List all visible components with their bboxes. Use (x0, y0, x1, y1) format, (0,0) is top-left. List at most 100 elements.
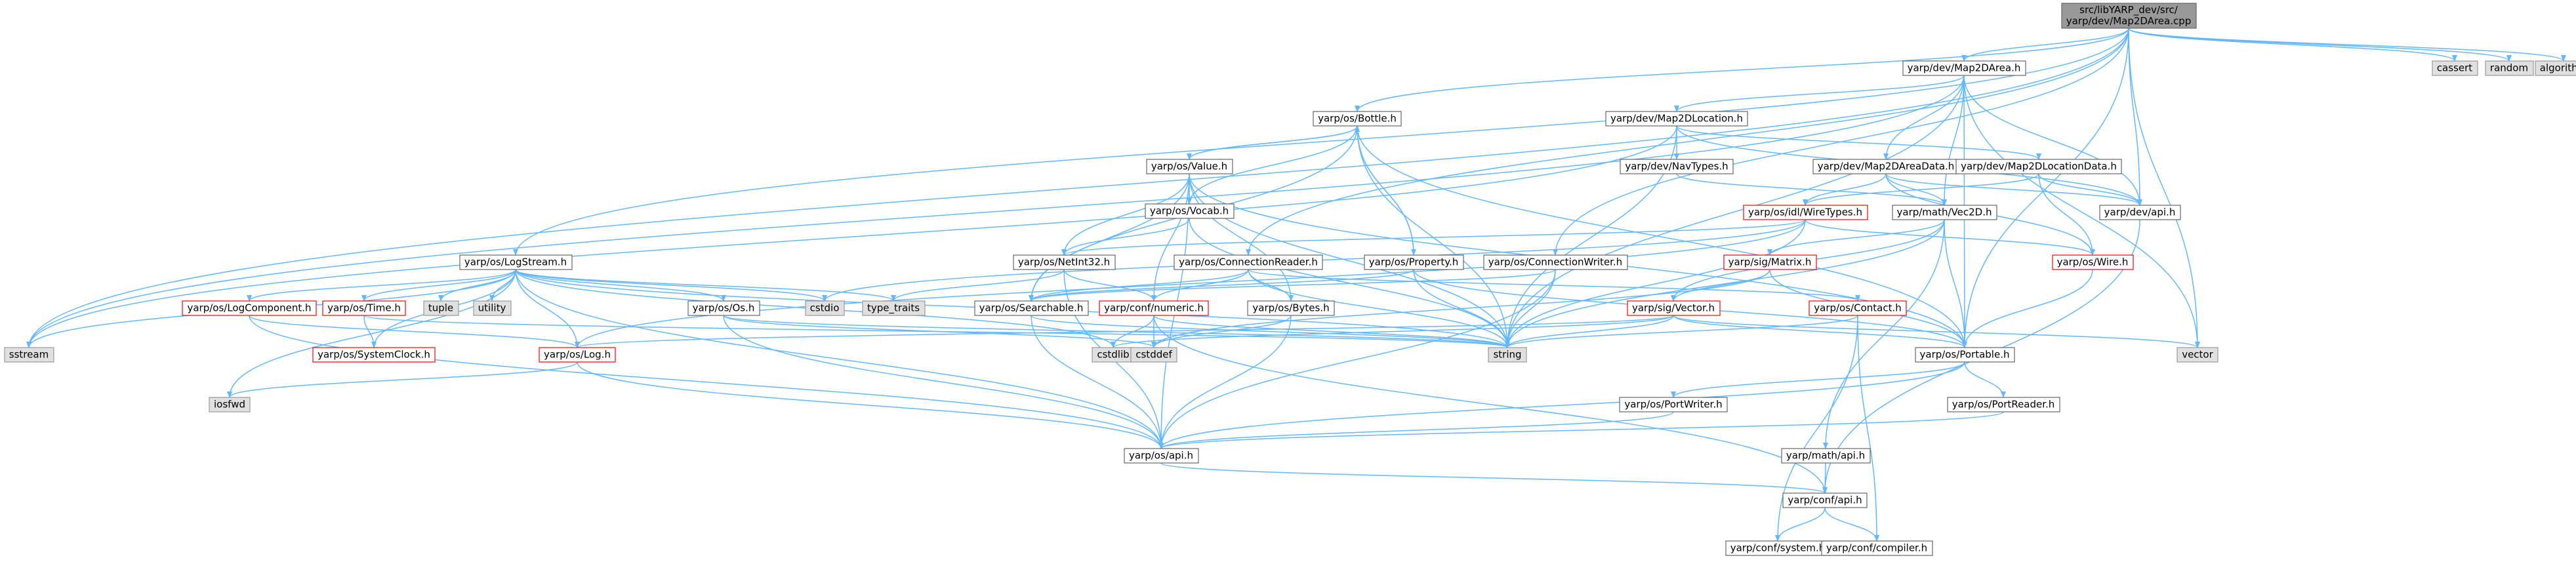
node-netint32-h[interactable]: yarp/os/NetInt32.h (1013, 254, 1116, 270)
node-box (423, 300, 459, 316)
node-label: yarp/os/ConnectionReader.h (1179, 256, 1318, 268)
node-label: yarp/dev/Map2DAreaData.h (1818, 161, 1955, 172)
node-cstddef[interactable]: cstddef (1130, 347, 1177, 363)
edge-connectionreader-h-to-numeric-h (1151, 269, 1249, 302)
node-searchable-h[interactable]: yarp/os/Searchable.h (974, 300, 1089, 316)
edge-logstream-h-to-iosfwd (227, 269, 516, 398)
node-label: yarp/os/LogStream.h (464, 256, 567, 268)
node-box (459, 254, 573, 270)
node-box (2432, 60, 2478, 76)
node-type-traits[interactable]: type_traits (862, 300, 926, 316)
node-cstdio[interactable]: cstdio (805, 300, 845, 316)
edge-wiretypes-h-to-log-h (575, 219, 1806, 348)
node-label: yarp/conf/compiler.h (1826, 542, 1927, 554)
node-connectionwriter-h[interactable]: yarp/os/ConnectionWriter.h (1483, 254, 1628, 270)
edge-contact-h-to-confcompiler-h (1857, 315, 1879, 542)
node-box (2535, 60, 2576, 76)
edge-root-to-map2darea-h (1961, 28, 2129, 62)
node-matrix-h[interactable]: yarp/sig/Matrix.h (1723, 254, 1817, 270)
node-cstdlib[interactable]: cstdlib (1092, 347, 1135, 363)
node-confapi-h[interactable]: yarp/conf/api.h (1782, 492, 1868, 508)
node-label: src/libYARP_dev/src/ (2079, 4, 2178, 16)
edge-map2dlocationdata-h-to-wire-h (2038, 173, 2095, 256)
node-wire-h[interactable]: yarp/os/Wire.h (2052, 254, 2134, 270)
node-random[interactable]: random (2485, 60, 2534, 76)
node-navtypes-h[interactable]: yarp/dev/NavTypes.h (1620, 159, 1734, 174)
node-label: yarp/os/ConnectionWriter.h (1488, 256, 1622, 268)
edge-map2darea-h-to-map2dareadata-h (1883, 75, 1965, 160)
node-label: yarp/os/Contact.h (1814, 302, 1902, 314)
node-label: yarp/os/idl/WireTypes.h (1748, 207, 1862, 218)
node-vec2d-h[interactable]: yarp/math/Vec2D.h (1892, 205, 1997, 220)
node-label: yarp/os/PortWriter.h (1624, 399, 1722, 411)
node-box (1743, 205, 1868, 220)
node-numeric-h[interactable]: yarp/conf/numeric.h (1099, 300, 1209, 316)
node-box (539, 347, 616, 363)
node-cassert[interactable]: cassert (2432, 60, 2478, 76)
node-portwriter-h[interactable]: yarp/os/PortWriter.h (1619, 397, 1728, 412)
edge-map2darea-h-to-devapi-h (1963, 75, 2142, 206)
node-map2dlocationdata-h[interactable]: yarp/dev/Map2DLocationData.h (1955, 159, 2122, 174)
edge-wiretypes-h-to-wire-h (1805, 219, 2095, 256)
node-devapi-h[interactable]: yarp/dev/api.h (2099, 205, 2181, 220)
edge-netint32-h-to-type-traits (891, 269, 1065, 302)
node-box (805, 300, 845, 316)
edge-sigvector-h-to-vector (1673, 315, 2200, 348)
node-portable-h[interactable]: yarp/os/Portable.h (1915, 347, 2015, 363)
edge-map2dlocation-h-to-sstream (26, 125, 1677, 348)
node-label: yarp/os/Vocab.h (1150, 205, 1229, 217)
node-bottle-h[interactable]: yarp/os/Bottle.h (1313, 111, 1402, 127)
node-label: yarp/math/api.h (1786, 450, 1865, 462)
edge-matrix-h-to-sigvector-h (1671, 269, 1770, 302)
node-systemclock-h[interactable]: yarp/os/SystemClock.h (312, 347, 436, 363)
node-bytes-h[interactable]: yarp/os/Bytes.h (1247, 300, 1335, 316)
node-box (1247, 300, 1335, 316)
edge-netint32-h-to-numeric-h (1063, 269, 1156, 302)
node-property-h[interactable]: yarp/os/Property.h (1364, 254, 1464, 270)
node-tuple[interactable]: tuple (423, 300, 459, 316)
node-label: yarp/os/PortReader.h (1952, 399, 2055, 411)
node-box (2099, 205, 2181, 220)
edge-vec2d-h-to-string (1505, 219, 1945, 348)
node-confcompiler-h[interactable]: yarp/conf/compiler.h (1821, 540, 1933, 556)
node-label: yarp/os/Wire.h (2057, 256, 2129, 268)
node-box (1915, 347, 2015, 363)
node-contact-h[interactable]: yarp/os/Contact.h (1809, 300, 1907, 316)
node-root[interactable]: src/libYARP_dev/src/yarp/dev/Map2DArea.c… (2061, 3, 2197, 29)
node-label: yarp/conf/api.h (1788, 494, 1862, 506)
node-osapi-h[interactable]: yarp/os/api.h (1124, 448, 1199, 464)
node-logcomponent-h[interactable]: yarp/os/LogComponent.h (182, 300, 317, 316)
node-label: string (1493, 349, 1521, 361)
node-sigvector-h[interactable]: yarp/sig/Vector.h (1627, 300, 1721, 316)
node-connectionreader-h[interactable]: yarp/os/ConnectionReader.h (1174, 254, 1323, 270)
node-box (1781, 448, 1871, 464)
node-portreader-h[interactable]: yarp/os/PortReader.h (1947, 397, 2060, 412)
node-mathapi-h[interactable]: yarp/math/api.h (1781, 448, 1871, 464)
node-utility[interactable]: utility (473, 300, 512, 316)
node-confsystem-h[interactable]: yarp/conf/system.h (1725, 540, 1831, 556)
node-string[interactable]: string (1488, 347, 1527, 363)
node-box (974, 300, 1089, 316)
edge-map2darea-h-to-sstream (26, 75, 1965, 348)
edge-sigvector-h-to-portable-h (1673, 315, 1967, 348)
node-map2dlocation-h[interactable]: yarp/dev/Map2DLocation.h (1605, 111, 1748, 127)
node-iosfwd[interactable]: iosfwd (209, 397, 251, 412)
edge-bottle-h-to-portable-h (1357, 125, 1967, 348)
node-map2dareadata-h[interactable]: yarp/dev/Map2DAreaData.h (1812, 159, 1960, 174)
node-wiretypes-h[interactable]: yarp/os/idl/WireTypes.h (1743, 205, 1868, 220)
node-sstream[interactable]: sstream (4, 347, 54, 363)
node-vocab-h[interactable]: yarp/os/Vocab.h (1145, 203, 1235, 219)
edge-osapi-h-to-confapi-h (1160, 462, 1828, 494)
node-algorithm[interactable]: algorithm (2535, 60, 2576, 76)
node-time-h[interactable]: yarp/os/Time.h (322, 300, 406, 316)
node-map2darea-h[interactable]: yarp/dev/Map2DArea.h (1902, 60, 2026, 76)
node-os-h[interactable]: yarp/os/Os.h (687, 300, 760, 316)
edge-vec2d-h-to-matrix-h (1767, 219, 1945, 256)
node-log-h[interactable]: yarp/os/Log.h (539, 347, 616, 363)
node-value-h[interactable]: yarp/os/Value.h (1146, 159, 1233, 174)
node-label: tuple (428, 302, 453, 314)
edge-wire-h-to-portable-h (1962, 269, 2093, 348)
node-box (1130, 347, 1177, 363)
node-logstream-h[interactable]: yarp/os/LogStream.h (459, 254, 573, 270)
node-vector[interactable]: vector (2177, 347, 2218, 363)
